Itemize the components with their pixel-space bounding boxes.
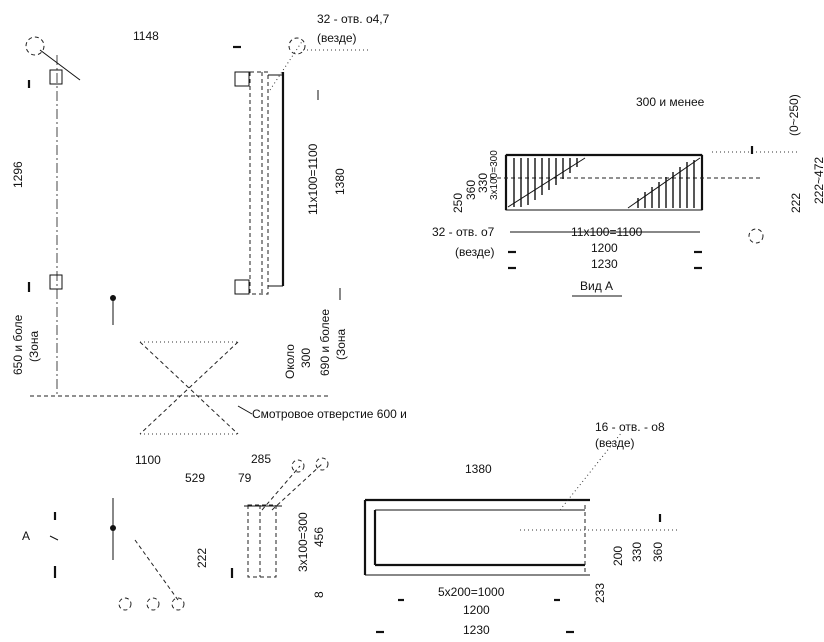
- dim-1100-b: 1100: [135, 453, 161, 467]
- leg-line: [134, 539, 179, 601]
- dim-pitch-v-a: 3x100=300: [489, 150, 500, 200]
- about-label-2: 300: [299, 348, 313, 368]
- dim-1200-a: 1200: [591, 241, 618, 255]
- about-label-1: Около: [283, 344, 297, 379]
- holes-note-b: (везде): [595, 436, 635, 450]
- dim-width: 1148: [133, 29, 159, 43]
- dim-1230-b2: 1230: [463, 623, 490, 637]
- holes-label-a: 32 - отв. о7: [432, 225, 495, 239]
- dim-330-b: 330: [630, 542, 644, 562]
- corner-block-top: [234, 71, 250, 87]
- dim-456-b: 456: [312, 527, 326, 547]
- dim-79-b: 79: [238, 471, 252, 485]
- dim-233-b: 233: [593, 583, 607, 603]
- foot-circle-2: [146, 597, 160, 611]
- inspection-leader: [237, 405, 253, 415]
- dim-1200-b2: 1200: [463, 603, 490, 617]
- pivot-marker: [110, 525, 116, 531]
- dim-222-a: 222: [789, 193, 803, 213]
- arrow-a-mark: [49, 535, 59, 541]
- left-hatch: [507, 157, 586, 208]
- clearance-label: 300 и менее: [636, 95, 705, 109]
- view-a-bolt-circle: [748, 228, 764, 244]
- inspection-diagonal-2: [139, 341, 239, 435]
- bolt-circle-b1: [291, 459, 305, 473]
- bottom-left-view: A 1100 529 285 79 222 3x100=300 456 8: [22, 452, 329, 611]
- left-block-top: [49, 69, 63, 85]
- foot-circle-1: [118, 597, 132, 611]
- dim-pitch-h-a: 11x100=1100: [571, 225, 643, 239]
- inspection-diagonal-1: [139, 341, 239, 435]
- dim-pitch: 11x100=1100: [306, 143, 320, 215]
- leader-b1: [261, 465, 301, 511]
- leader-holes: [269, 39, 304, 91]
- dim-200-b: 200: [611, 546, 625, 566]
- inspection-label: Смотровое отверстие 600 и: [252, 407, 407, 421]
- top-left-view: 1148 32 - отв. о4,7 (везде) 1296 11x100=…: [11, 12, 390, 395]
- dim-529-b: 529: [185, 471, 205, 485]
- bolt-circle-top-left: [25, 36, 45, 56]
- dim-8-b: 8: [312, 591, 326, 598]
- dim-range-right: 222~472: [812, 157, 824, 204]
- arrow-a-label: A: [22, 529, 30, 543]
- view-a: 300 и менее (0~250) 222~472 222 250 360 …: [432, 94, 824, 297]
- left-block-bottom: [49, 274, 63, 290]
- dim-250-a: 250: [451, 193, 465, 213]
- holes-label-b: 16 - отв. - о8: [595, 420, 665, 434]
- dim-222-b: 222: [195, 548, 209, 568]
- dim-height-right: 1380: [333, 168, 347, 195]
- holes-label: 32 - отв. о4,7: [317, 12, 390, 26]
- dim-1230-a: 1230: [591, 257, 618, 271]
- dim-360-a: 360: [464, 180, 478, 200]
- corner-block-bottom: [234, 279, 250, 295]
- right-zone-label-2: (Зона: [334, 328, 348, 360]
- right-zone-label-1: 690 и более: [318, 309, 332, 376]
- bottom-right-view: 1380 16 - отв. - о8 (везде) 5x200=1000 1…: [363, 420, 680, 637]
- dim-1380-b: 1380: [465, 462, 492, 476]
- dim-height-left: 1296: [11, 161, 25, 188]
- view-a-label: Вид А: [580, 279, 613, 293]
- dim-285-b: 285: [251, 452, 271, 466]
- side-frame: [247, 504, 277, 578]
- dim-pitch-b: 3x100=300: [296, 512, 310, 572]
- left-zone-label-1: 650 и боле: [11, 314, 25, 375]
- holes-note-a: (везде): [455, 245, 495, 259]
- leader-top-left: [39, 49, 81, 81]
- right-hatch: [627, 157, 701, 209]
- dim-330-a: 330: [476, 173, 490, 193]
- foot-circle-3: [171, 597, 185, 611]
- dim-pitch-b2: 5x200=1000: [438, 585, 505, 599]
- leader-b2: [271, 463, 323, 511]
- bolt-circle-b2: [315, 457, 329, 471]
- holes-note: (везде): [317, 31, 357, 45]
- right-frame-outline: [249, 71, 269, 295]
- middle-zone: 650 и боле (Зона Около 300 690 и более (…: [11, 309, 407, 435]
- left-zone-label-2: (Зона: [27, 330, 41, 362]
- holes-leader-b: [559, 431, 623, 511]
- dim-360-b: 360: [651, 542, 665, 562]
- range-label: (0~250): [787, 94, 801, 136]
- bolt-circle-top-right: [288, 37, 306, 55]
